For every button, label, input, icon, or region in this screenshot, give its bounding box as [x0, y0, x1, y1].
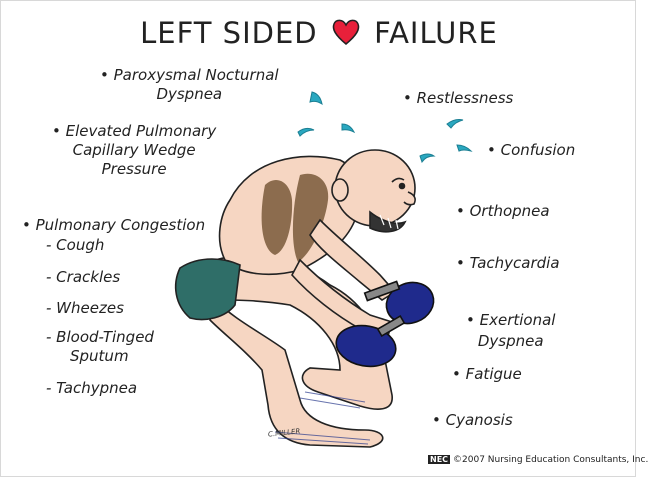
- nec-logo: NEC: [428, 455, 451, 464]
- symptom-tachypnea: - Tachypnea: [46, 379, 138, 397]
- symptom-exertional-dyspnea: • Exertional Dyspnea: [466, 311, 556, 350]
- slide-title: LEFT SIDED FAILURE: [0, 16, 638, 50]
- figure-legs: [209, 255, 393, 448]
- copyright-text: ©2007 Nursing Education Consultants, Inc…: [453, 455, 648, 465]
- symptom-restlessness: • Restlessness: [403, 89, 514, 107]
- symptom-wheezes: - Wheezes: [46, 299, 124, 317]
- symptom-confusion: • Confusion: [487, 141, 576, 159]
- foot-shading: [274, 391, 371, 445]
- symptom-blood-tinged: - Blood-Tinged: [46, 328, 154, 346]
- symptom-tachycardia: • Tachycardia: [456, 254, 560, 272]
- symptom-pcwp: • Elevated Pulmonary Capillary Wedge Pre…: [52, 122, 217, 178]
- symptom-cyanosis: • Cyanosis: [432, 411, 513, 429]
- symptom-pulmonary-congestion: • Pulmonary Congestion: [22, 216, 206, 234]
- symptom-crackles: - Crackles: [46, 268, 121, 286]
- figure-head: [331, 149, 416, 233]
- sweat-drops: [297, 91, 473, 164]
- chest-hair: [261, 173, 329, 262]
- title-right: FAILURE: [374, 16, 498, 50]
- slide-frame: [0, 0, 636, 477]
- dumbbells: [335, 280, 435, 368]
- symptom-sputum: Sputum: [70, 347, 129, 365]
- symptom-pnd: • Paroxysmal Nocturnal Dyspnea: [100, 66, 279, 103]
- symptom-orthopnea: • Orthopnea: [456, 202, 550, 220]
- title-left: LEFT SIDED: [140, 16, 318, 50]
- heart-icon: [332, 19, 360, 45]
- symptom-cough: - Cough: [46, 236, 105, 254]
- shorts: [174, 258, 241, 321]
- copyright-notice: NEC©2007 Nursing Education Consultants, …: [428, 455, 648, 465]
- symptom-fatigue: • Fatigue: [452, 365, 522, 383]
